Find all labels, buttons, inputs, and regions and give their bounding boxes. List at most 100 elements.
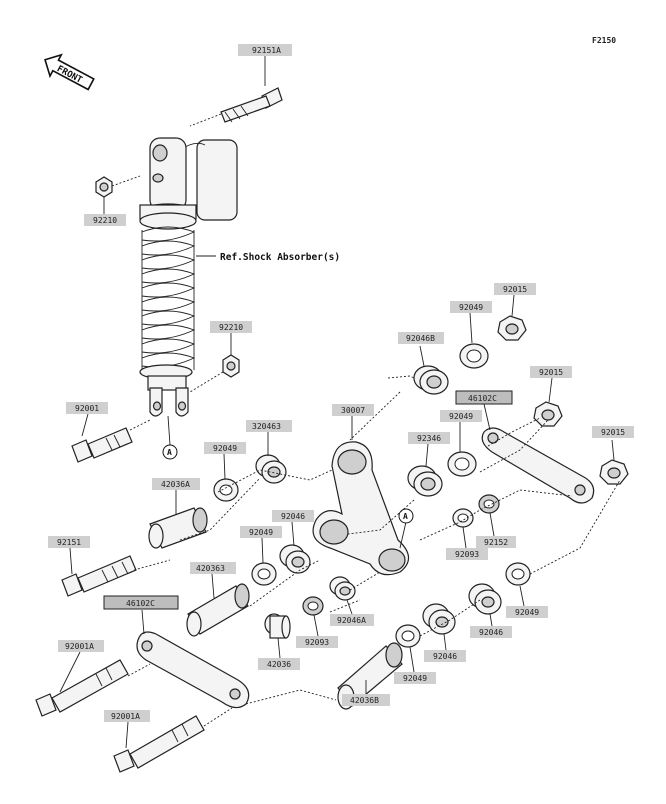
link-30007: [312, 441, 410, 576]
label-92049-left[interactable]: 92049: [204, 442, 246, 454]
label-92015-mid[interactable]: 92015: [530, 366, 572, 378]
collar-92015-right: [599, 459, 629, 485]
svg-text:92046: 92046: [281, 512, 305, 521]
bolt-92001: [71, 419, 151, 463]
svg-text:420363: 420363: [196, 564, 225, 573]
svg-text:46102C: 46102C: [126, 599, 155, 608]
collar-92015-mid: [533, 401, 563, 427]
label-92015-right[interactable]: 92015: [592, 426, 634, 438]
bearing-92046-center: [279, 544, 311, 574]
washer-92049-top: [459, 343, 489, 369]
label-46102C-right[interactable]: 46102C: [455, 390, 513, 405]
label-92151[interactable]: 92151: [48, 536, 90, 548]
sleeve-420363: [186, 583, 250, 637]
label-92015-top[interactable]: 92015: [494, 283, 536, 295]
washer-92049-left2: [251, 562, 277, 586]
svg-text:92210: 92210: [93, 216, 117, 225]
bearing-92046A: [329, 576, 356, 601]
washer-92049-right: [505, 562, 531, 586]
collar-92015-top: [497, 315, 527, 341]
callout-a-link: A: [403, 512, 408, 521]
label-42036[interactable]: 42036: [258, 658, 300, 670]
svg-text:92015: 92015: [503, 285, 527, 294]
svg-text:42036A: 42036A: [161, 480, 190, 489]
svg-text:92049: 92049: [249, 528, 273, 537]
label-92001[interactable]: 92001: [66, 402, 108, 414]
shock-spring: [141, 226, 196, 370]
shock-absorber: [139, 137, 238, 417]
svg-text:92093: 92093: [305, 638, 329, 647]
svg-text:92093: 92093: [455, 550, 479, 559]
svg-text:92049: 92049: [449, 412, 473, 421]
svg-text:92152: 92152: [484, 538, 508, 547]
tie-rod-46102C-right: [481, 427, 595, 504]
label-92049-mid[interactable]: 92049: [440, 410, 482, 422]
label-92152[interactable]: 92152: [476, 536, 516, 548]
svg-text:30007: 30007: [341, 406, 365, 415]
label-92093-right[interactable]: 92093: [446, 548, 488, 560]
label-46102C-left[interactable]: 46102C: [103, 595, 179, 610]
label-92093-center[interactable]: 92093: [296, 636, 338, 648]
label-92049-lower[interactable]: 92049: [394, 672, 436, 684]
shock-reservoir: [196, 139, 238, 221]
label-92046-lower[interactable]: 92046: [424, 650, 466, 662]
svg-text:92049: 92049: [403, 674, 427, 683]
figure-code: F2150: [592, 36, 616, 45]
label-92049-right[interactable]: 92049: [506, 606, 548, 618]
svg-text:92046: 92046: [433, 652, 457, 661]
label-42036A[interactable]: 42036A: [152, 478, 200, 490]
bearing-92046-lower: [422, 603, 456, 635]
washer-92049-left: [213, 478, 239, 502]
svg-text:92001: 92001: [75, 404, 99, 413]
svg-text:92001A: 92001A: [111, 712, 140, 721]
shock-top-bushing: [152, 144, 168, 162]
label-92151A[interactable]: 92151A: [238, 44, 292, 56]
seal-92152: [478, 494, 500, 514]
label-92210-top[interactable]: 92210: [84, 214, 126, 226]
nut-92210-top: [95, 175, 141, 198]
label-92046-lower-right[interactable]: 92046: [470, 626, 512, 638]
label-30007[interactable]: 30007: [332, 404, 374, 416]
svg-text:42036B: 42036B: [350, 696, 379, 705]
label-92046A[interactable]: 92046A: [330, 614, 374, 626]
svg-text:92046A: 92046A: [337, 616, 366, 625]
label-92046-center[interactable]: 92046: [272, 510, 314, 522]
bearing-320463: [255, 454, 287, 484]
washer-92049-mid: [447, 451, 477, 477]
svg-text:92151A: 92151A: [252, 46, 281, 55]
label-320463[interactable]: 320463: [246, 420, 292, 432]
label-92046B[interactable]: 92046B: [398, 332, 444, 344]
sleeve-42036A: [148, 507, 208, 549]
bolt-92151A: [189, 87, 283, 127]
bearing-92046-lower-right: [468, 583, 502, 615]
label-92346[interactable]: 92346: [408, 432, 450, 444]
label-92049-top[interactable]: 92049: [450, 301, 492, 313]
svg-text:92015: 92015: [539, 368, 563, 377]
svg-text:92151: 92151: [57, 538, 81, 547]
label-92001A-top[interactable]: 92001A: [58, 640, 104, 652]
svg-text:92210: 92210: [219, 323, 243, 332]
label-92049-left2[interactable]: 92049: [240, 526, 282, 538]
collar-42036: [264, 613, 291, 639]
bearing-92046B: [413, 365, 449, 395]
label-42036B[interactable]: 42036B: [342, 694, 390, 706]
callout-a-shock: A: [167, 448, 172, 457]
svg-text:92049: 92049: [459, 303, 483, 312]
washer-92049-lower: [395, 624, 421, 648]
washer-92093-center: [302, 596, 324, 616]
front-arrow-icon: FRONT: [44, 53, 95, 91]
svg-text:320463: 320463: [252, 422, 281, 431]
label-92210-mid[interactable]: 92210: [210, 321, 252, 333]
label-92001A-bottom[interactable]: 92001A: [104, 710, 150, 722]
bolt-92001A-top: [35, 659, 129, 717]
svg-text:46102C: 46102C: [468, 394, 497, 403]
svg-text:42036: 42036: [267, 660, 291, 669]
bolt-92001A-bottom: [113, 715, 205, 773]
svg-text:92046B: 92046B: [406, 334, 435, 343]
washer-92093-right: [452, 508, 474, 528]
label-420363[interactable]: 420363: [190, 562, 236, 574]
svg-text:92046: 92046: [479, 628, 503, 637]
tie-rod-46102C-left: [136, 631, 250, 709]
